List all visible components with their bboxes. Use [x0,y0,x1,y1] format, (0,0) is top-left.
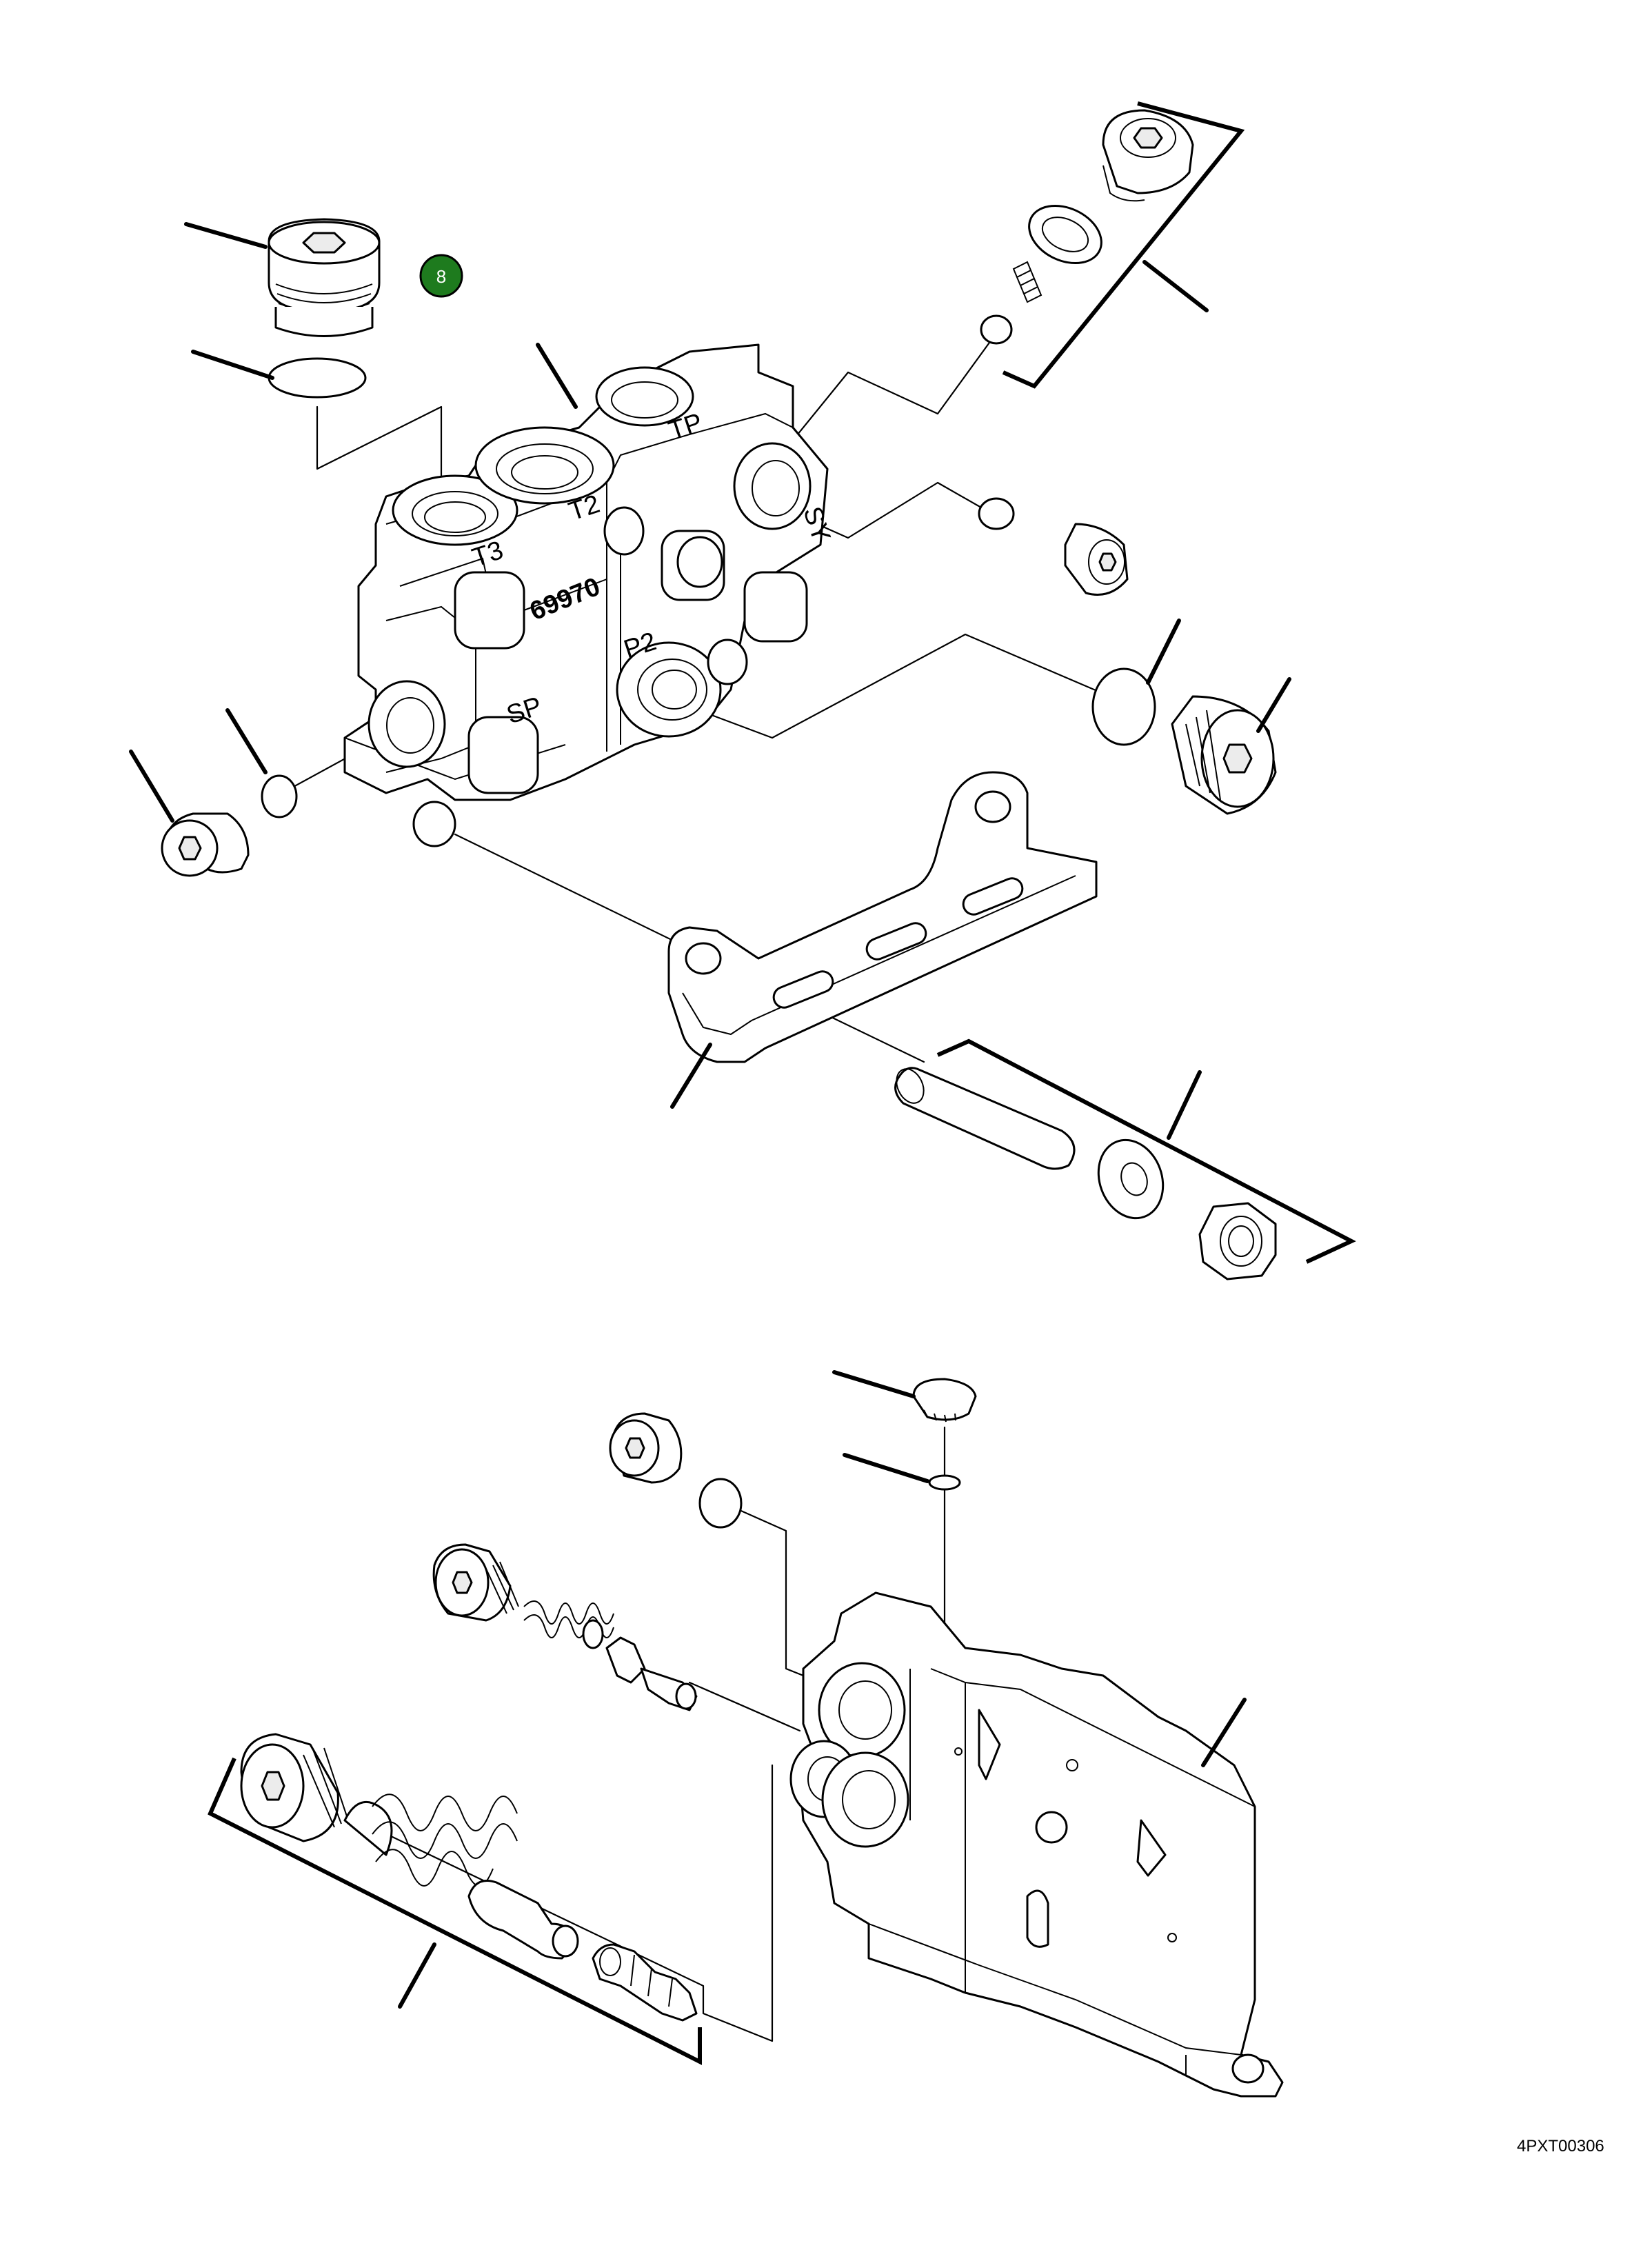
lower-spool-large [592,1943,698,2022]
lower-cap-screw-small [432,1543,519,1622]
mounting-nut [1198,1202,1277,1280]
hex-socket-icon [625,1437,645,1459]
lower-body-triangle-1 [978,1709,1001,1780]
lower-port-lower [821,1751,909,1848]
lower-mid-plug [609,1412,683,1484]
left-plug [161,812,250,877]
port-small-upper [676,536,723,588]
reference-code: 4PXT00306 [1517,2137,1604,2156]
left-oring [261,774,298,818]
port-sy [733,442,812,530]
lower-valve-body [789,1591,1284,2098]
port-tp [595,366,694,427]
upper-right-cap-screw [1102,109,1194,202]
bracket-slot-3 [962,877,1024,916]
leader-valve-body-upper [536,343,578,409]
hex-socket-icon [1222,743,1253,774]
upper-right-spring [1012,261,1042,303]
bracket-hole-right [974,790,1011,823]
lower-spool-small [605,1636,698,1711]
lower-body-corner-hole [1231,2053,1265,2084]
lower-spring-large [343,1793,518,1887]
mounting-pin [894,1067,1076,1170]
right-plug-large [1171,695,1277,815]
callout-label: 8 [436,266,446,287]
hex-socket-icon [452,1571,473,1594]
mount-hole-left [412,801,456,847]
item-callout-badge: 8 [419,254,463,298]
port-small-lower [707,639,748,685]
hex-socket-icon [302,232,346,254]
upper-right-bracket [1002,101,1245,389]
lower-mid-oring [698,1478,743,1529]
lower-body-triangle-2 [1136,1819,1167,1877]
leader-bracket [670,1043,712,1109]
port-t3 [392,474,518,546]
lower-poppet [467,1880,579,1960]
leader-lower-valve-body [1201,1698,1247,1767]
lower-body-slot [1026,1889,1049,1948]
leader-top-left-oring [191,350,274,380]
leader-left-plug [129,750,174,823]
leader-lower-top-plug [832,1370,916,1398]
upper-left-plug [268,218,381,337]
bracket-hole-left [685,942,722,975]
leader-lower-left-kit [398,1942,436,2009]
lower-body-center-hole [1035,1811,1068,1844]
hex-socket-icon [1098,552,1117,572]
right-oring-small [978,497,1015,530]
port-sp [367,680,446,768]
lower-cap-screw-large [240,1733,349,1842]
leader-top-left-plug [184,222,268,249]
hex-socket-icon [1133,127,1163,149]
leader-lower-top-oring [843,1453,929,1483]
hex-socket-icon [178,836,202,861]
leader-upper-right [1142,260,1209,312]
upper-right-washer [1028,204,1102,265]
lower-top-plug [912,1378,977,1423]
mounting-washer [1097,1138,1165,1220]
upper-left-oring [268,357,367,399]
leader-left-oring [225,708,268,774]
lower-right-bracket [936,1038,1356,1264]
port-p2 [616,641,722,738]
leader-right-oring [1146,619,1181,685]
upper-right-ball [980,314,1013,345]
leader-right-plug-large [1256,677,1291,733]
bracket-slot-1 [772,970,834,1009]
mounting-bracket [667,771,1098,1063]
hex-socket-icon [261,1771,285,1801]
port-t2 [474,426,615,505]
bracket-slot-2 [865,922,927,961]
right-plug-small [1064,523,1129,596]
lower-left-bracket [208,1757,702,2065]
leader-pin-kit [1167,1070,1202,1140]
port-small-mid [603,506,645,556]
lower-spring-small [523,1600,614,1649]
lower-top-oring [928,1474,961,1491]
right-oring-large [1091,667,1156,746]
